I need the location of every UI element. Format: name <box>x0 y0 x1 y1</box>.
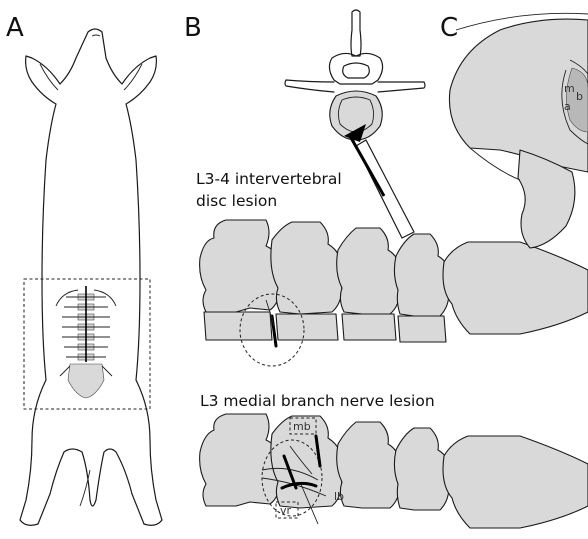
panel-c-letter: C <box>440 13 458 43</box>
label-lb: lb <box>334 490 344 503</box>
panel-a-letter: A <box>6 13 24 43</box>
snout-line <box>92 35 100 36</box>
spinous-process <box>351 10 361 56</box>
mini-spine <box>56 286 116 398</box>
label-a: a <box>564 100 571 113</box>
panel-c: C m a b <box>440 13 588 248</box>
label-vr: vr <box>280 504 292 517</box>
upper-vertebra-3 <box>337 228 400 314</box>
vertebral-canal <box>343 63 370 78</box>
animal-body-outline <box>20 29 162 525</box>
transverse-process-left <box>285 80 334 92</box>
label-mb: mb <box>293 420 311 433</box>
panel-a: A <box>6 13 162 525</box>
transverse-process-right <box>378 82 425 92</box>
probe-shaft <box>356 140 414 238</box>
lower-vertebra-4 <box>394 428 449 510</box>
disc-caption-line2: disc lesion <box>196 192 277 210</box>
nerve-caption: L3 medial branch nerve lesion <box>200 392 435 410</box>
vertebral-arch <box>329 53 382 84</box>
upper-vertebra-2 <box>271 222 342 314</box>
panel-b-letter: B <box>184 13 202 43</box>
label-m: m <box>564 82 575 95</box>
lower-vertebra-1 <box>200 414 280 506</box>
upper-vertebra-1 <box>200 220 280 312</box>
upper-vertebra-4 <box>394 234 449 316</box>
disc-caption-line1: L3-4 intervertebral <box>196 170 342 188</box>
label-b: b <box>576 90 583 103</box>
lower-vertebra-3 <box>337 422 400 508</box>
mini-pelvis <box>68 364 104 398</box>
upper-sacrum <box>443 242 588 334</box>
lower-sacrum <box>443 436 588 528</box>
axial-vertebra <box>285 10 425 238</box>
lower-lateral-spine: mb lb vr <box>200 414 588 528</box>
